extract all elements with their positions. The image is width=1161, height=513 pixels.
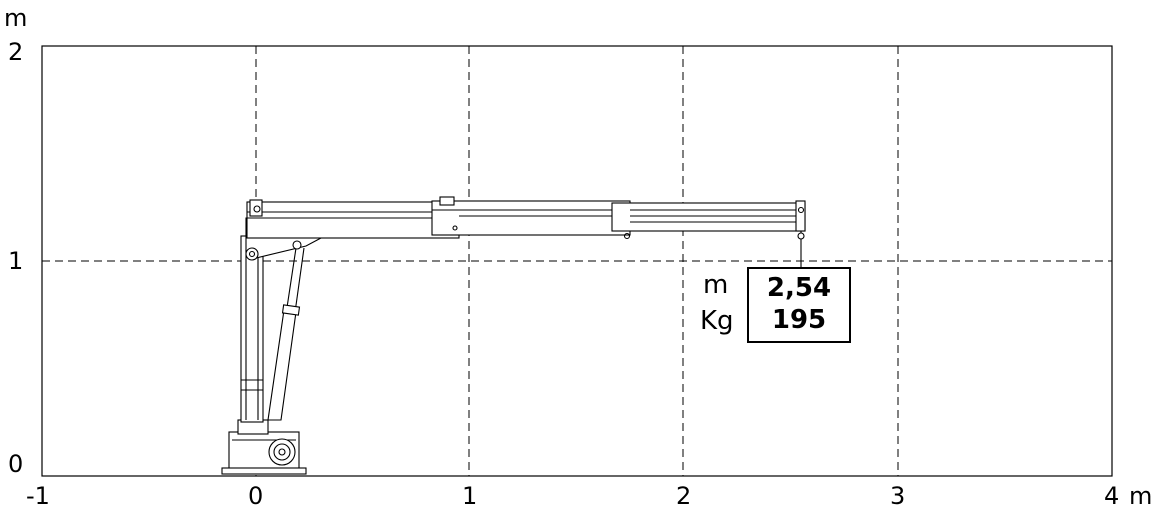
boom-section-2 <box>431 200 631 236</box>
x-tick-label: 4 <box>1104 482 1120 510</box>
reach-unit-label: m <box>703 270 729 300</box>
crane-illustration <box>221 196 806 475</box>
x-tick-label: -1 <box>26 482 50 510</box>
crane-column <box>240 235 264 423</box>
boom-section-1 <box>246 201 460 239</box>
slew-gear <box>268 438 296 466</box>
y-axis-unit: m <box>4 4 28 32</box>
x-tick-label: 2 <box>676 482 692 510</box>
x-axis-unit: m <box>1129 482 1153 510</box>
x-tick-label: 0 <box>248 482 264 510</box>
load-value: 195 <box>771 305 827 335</box>
x-tick-label: 1 <box>462 482 478 510</box>
load-value-box: 2,54 195 <box>747 267 851 343</box>
load-unit-label: Kg <box>700 306 734 336</box>
y-tick-label: 0 <box>8 450 24 478</box>
boom-section-3 <box>611 202 806 232</box>
y-tick-label: 2 <box>8 38 24 66</box>
lift-cylinder <box>267 247 305 421</box>
reach-value: 2,54 <box>766 273 832 303</box>
y-tick-label: 1 <box>8 247 24 275</box>
x-tick-label: 3 <box>890 482 906 510</box>
